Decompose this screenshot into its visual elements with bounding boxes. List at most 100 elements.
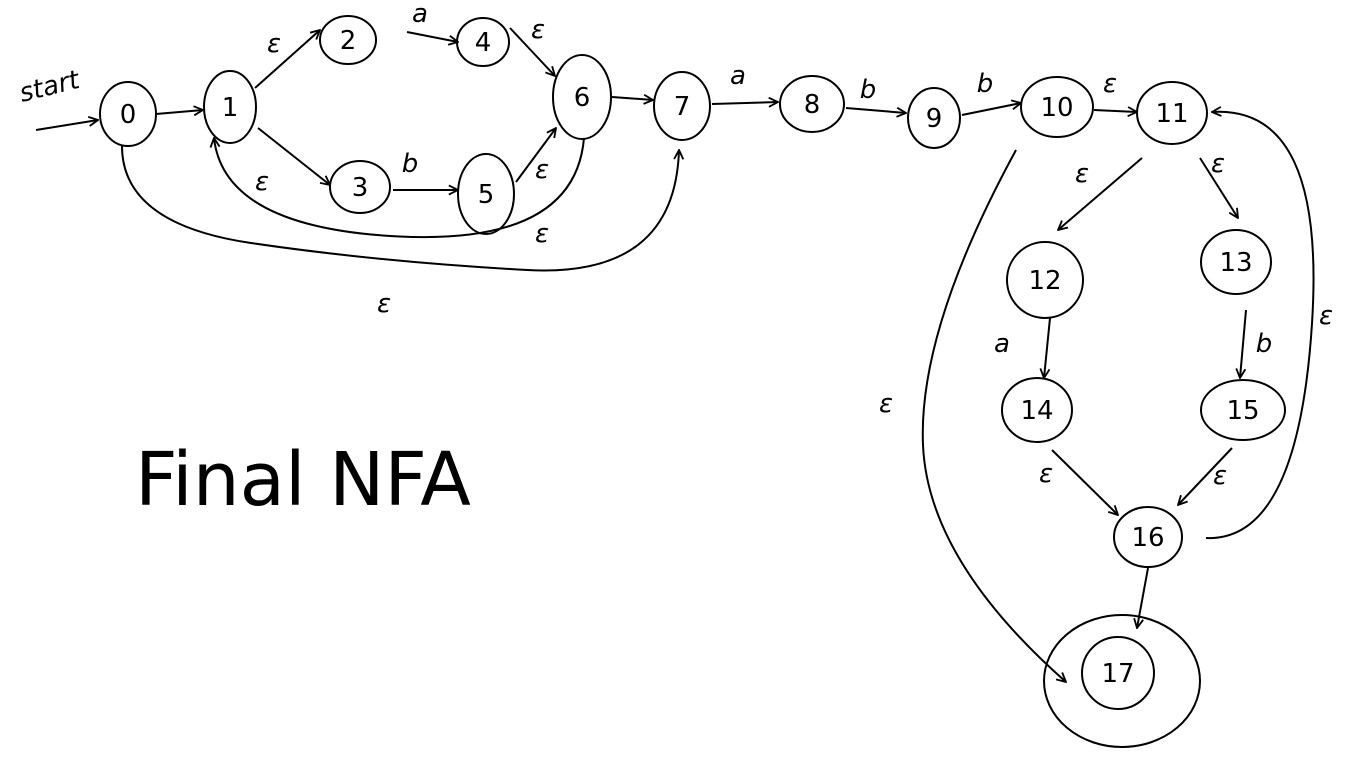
transition-label-3-to-5: b [402,149,419,179]
transition-16-to-17 [1137,567,1149,628]
transition-label-0-to-7: ε [377,289,391,319]
state-8-circle [779,75,845,133]
state-11: 11 [1136,81,1208,145]
state-10-label: 10 [1040,93,1073,123]
transition-label-15-to-16: ε [1213,461,1227,491]
transition-0-to-1 [155,110,203,114]
state-8-label: 8 [804,90,821,120]
transition-9-to-10 [961,103,1021,116]
state-14: 14 [1001,377,1073,443]
transition-label-13-to-15: b [1256,329,1273,359]
state-0-label: 0 [120,100,137,130]
transition-2-to-4 [406,31,458,42]
state-1-circle [203,70,257,144]
transition-6-to-1 [214,138,585,239]
transition-11-to-12 [1058,157,1143,230]
state-14-circle [1001,377,1073,443]
transition-label-6-to-1: ε [535,219,549,249]
state-6-circle [552,54,612,140]
transition-1-to-2 [254,30,320,89]
transition-label-14-to-16: ε [1039,459,1053,489]
state-15-circle [1200,379,1286,441]
state-2-circle [319,15,377,65]
transition-label-4-to-6: ε [531,15,545,45]
transition-label-10-to-11: ε [1103,69,1117,99]
transition-1-to-3 [257,127,330,185]
state-16-circle [1113,506,1183,568]
transition-label-5-to-6: ε [535,155,549,185]
transition-12-to-14 [1044,317,1051,378]
transition-label-16-to-11: ε [1319,301,1333,331]
transitions-layer [121,27,1315,682]
transition-6-to-7 [611,97,653,100]
transition-label-11-to-13: ε [1211,149,1225,179]
state-0: 0 [99,81,157,147]
state-9: 9 [907,87,961,149]
state-7-label: 7 [674,92,691,122]
state-16: 16 [1113,506,1183,568]
state-5: 5 [457,153,515,235]
state-15-label: 15 [1226,396,1259,426]
transition-label-2-to-4: a [412,0,428,29]
state-4-circle [456,17,510,67]
state-10: 10 [1020,76,1094,138]
transition-10-to-17 [921,149,1066,682]
state-12-label: 12 [1028,266,1061,296]
start-label: start [16,65,83,109]
transition-15-to-16 [1178,447,1233,505]
transition-label-10-to-17: ε [879,389,893,419]
state-17-circle [1081,636,1155,710]
state-9-circle [907,87,961,149]
state-17: 17 [1043,614,1201,748]
state-11-circle [1136,81,1208,145]
transition-label-12-to-14: a [994,329,1010,359]
transition-4-to-6 [509,27,555,76]
transition-11-to-13 [1199,157,1238,218]
transition-label-8-to-9: b [860,75,877,105]
state-12: 12 [1006,241,1084,319]
transition-label-1-to-2: ε [267,29,281,59]
state-2: 2 [319,15,377,65]
state-17-accepting-ring [1043,614,1201,748]
transition-label-1-to-3: ε [255,167,269,197]
state-14-label: 14 [1020,396,1053,426]
state-13-circle [1200,229,1272,295]
state-15: 15 [1200,379,1286,441]
transition-0-to-7 [121,145,679,272]
state-16-label: 16 [1131,523,1164,553]
transition-label-9-to-10: b [977,69,994,99]
start-arrow [35,120,98,131]
state-8: 8 [779,75,845,133]
state-17-label: 17 [1101,659,1134,689]
state-13: 13 [1200,229,1272,295]
state-5-label: 5 [478,180,495,210]
state-0-circle [99,81,157,147]
transition-13-to-15 [1240,309,1247,378]
state-4-label: 4 [475,28,492,58]
transition-5-to-6 [515,128,556,183]
state-1-label: 1 [222,93,239,123]
state-7-circle [653,71,711,141]
transition-label-11-to-12: ε [1075,159,1089,189]
state-6: 6 [552,54,612,140]
state-1: 1 [203,70,257,144]
state-13-label: 13 [1219,248,1252,278]
state-3-circle [329,160,391,214]
state-6-label: 6 [574,83,591,113]
state-3: 3 [329,160,391,214]
transition-label-7-to-8: a [730,61,746,91]
state-12-circle [1006,241,1084,319]
transition-16-to-11 [1205,112,1315,540]
state-10-circle [1020,76,1094,138]
transition-14-to-16 [1051,449,1118,515]
state-9-label: 9 [926,104,943,134]
transition-7-to-8 [711,102,778,104]
state-11-label: 11 [1155,99,1188,129]
state-5-circle [457,153,515,235]
diagram-title: Final NFA [135,437,471,523]
transition-8-to-9 [845,108,906,113]
transition-10-to-11 [1093,110,1137,112]
state-2-label: 2 [340,26,357,56]
